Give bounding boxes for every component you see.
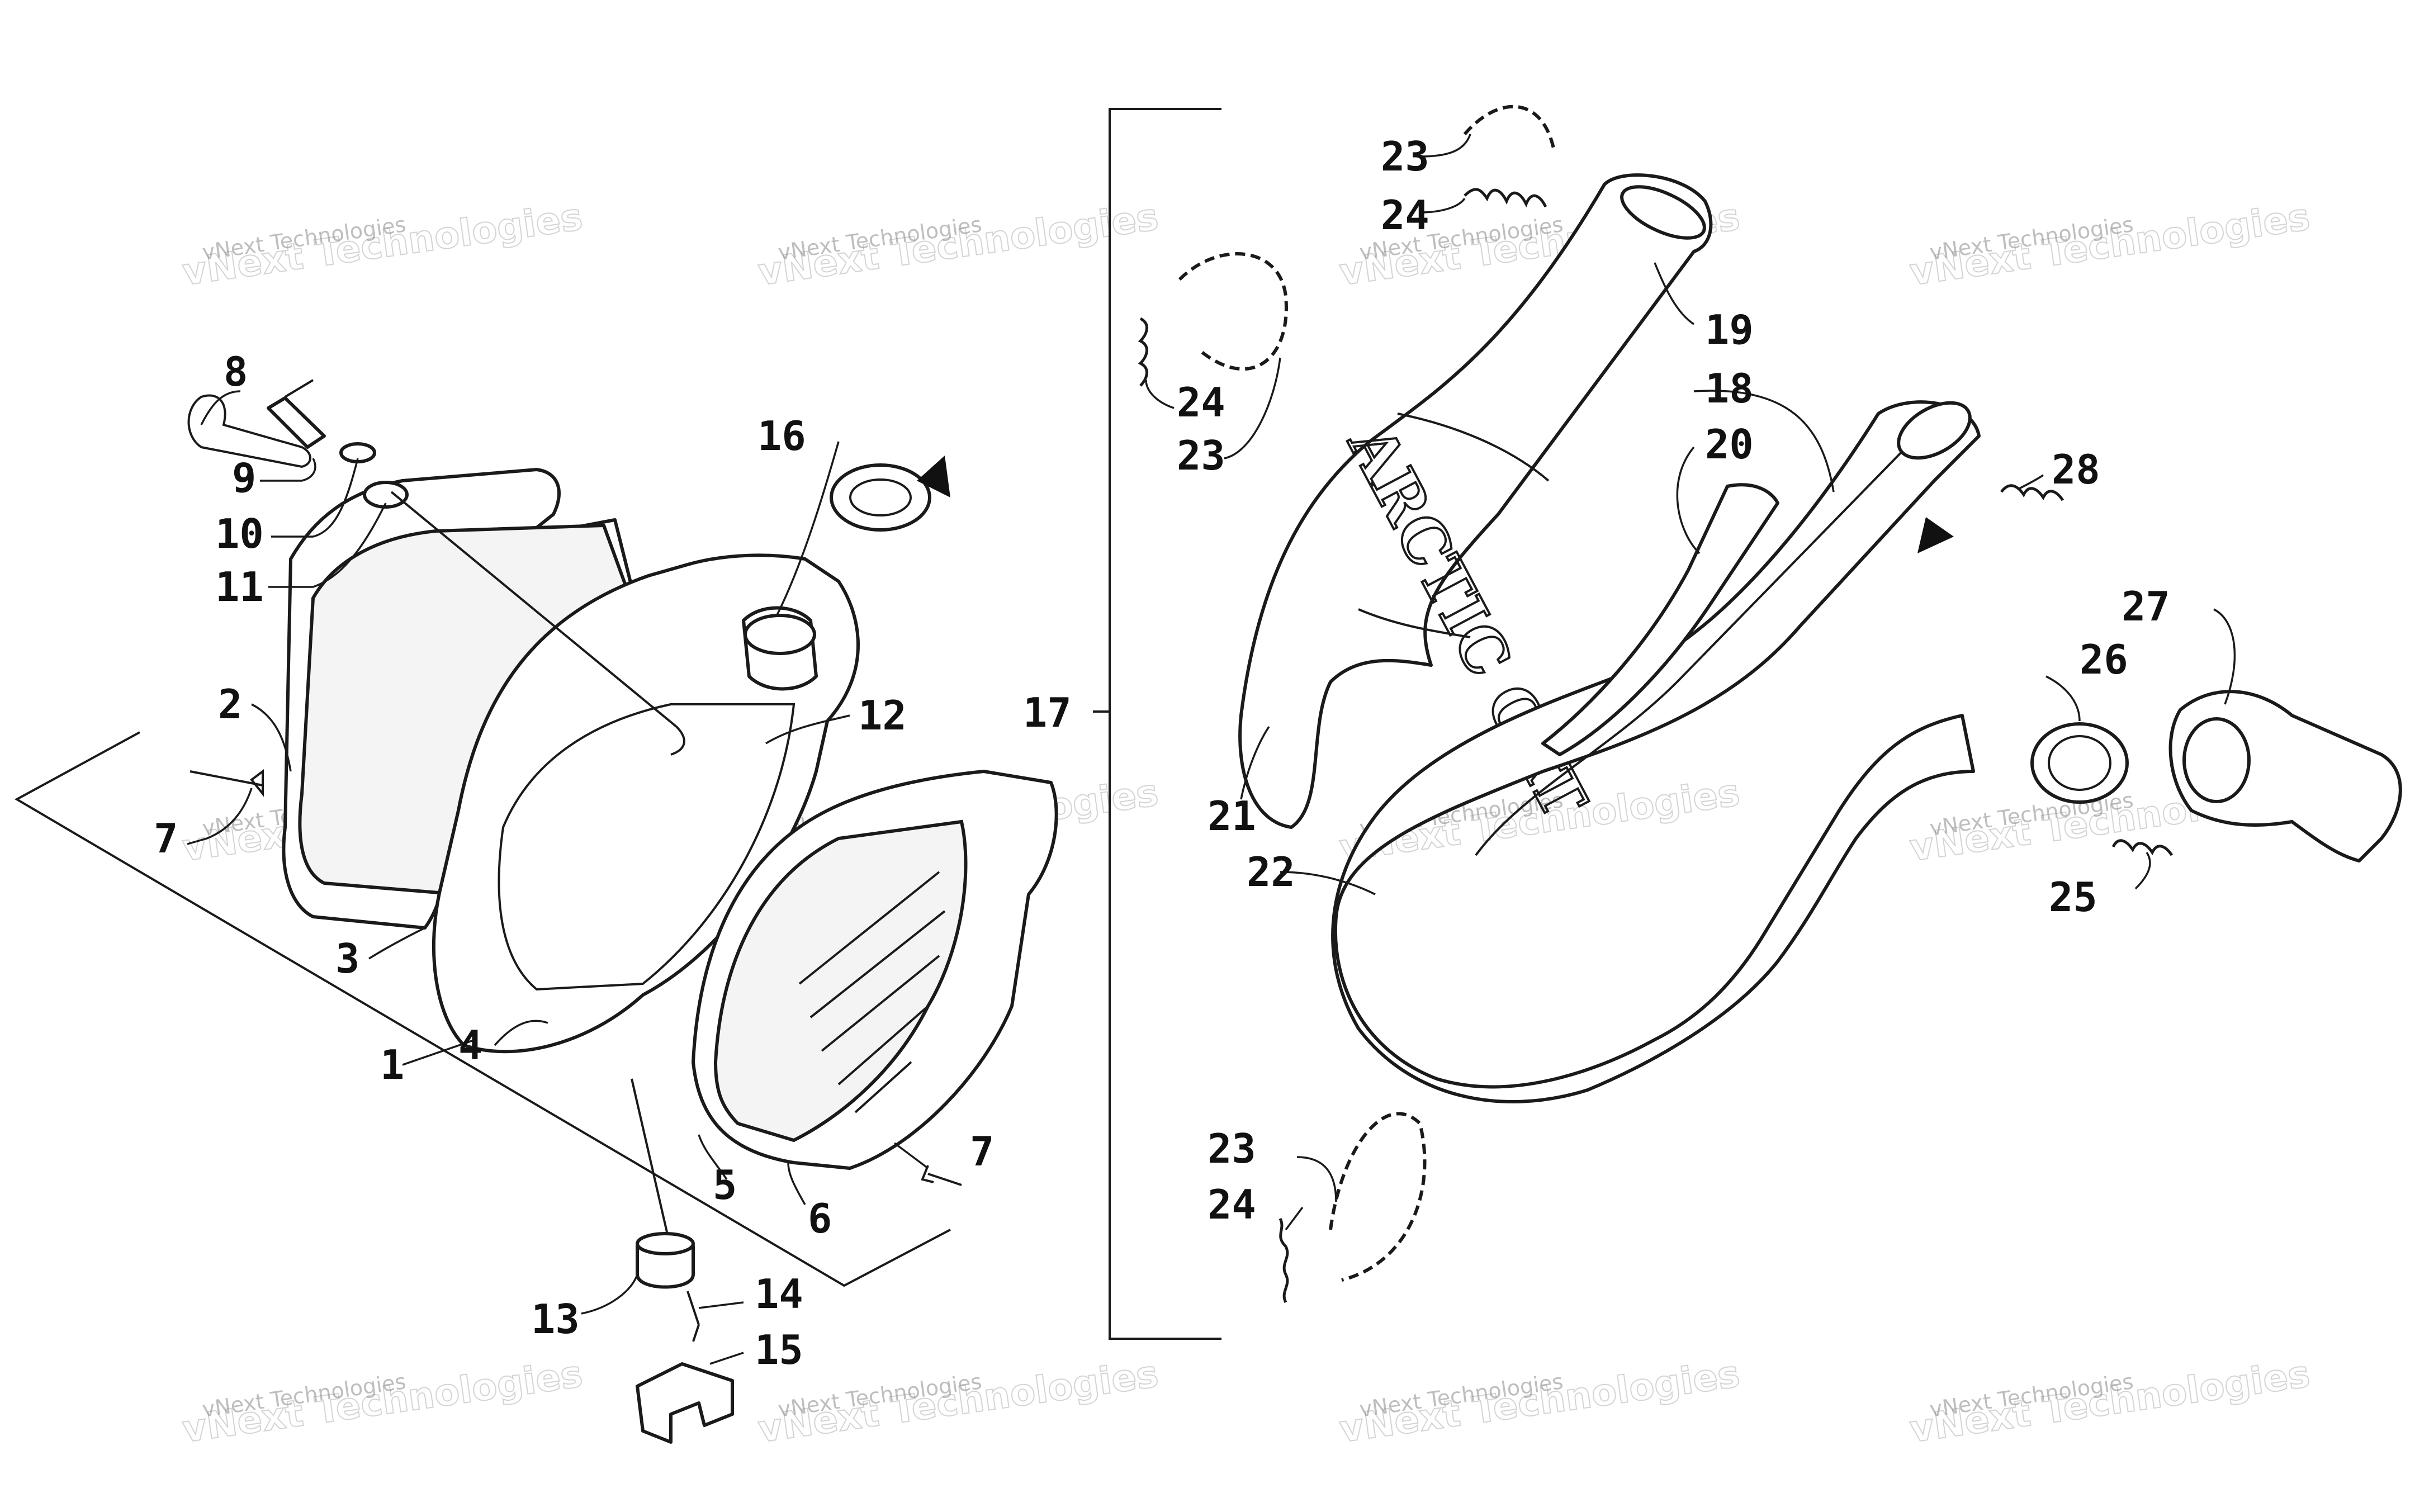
direction-arrow-icon <box>917 456 950 497</box>
assembly-bracket-1 <box>14 731 951 1287</box>
front-cover-ribs <box>798 871 946 1113</box>
inlet-gasket <box>830 463 931 532</box>
grommet <box>363 481 409 509</box>
muffler-outlet <box>1620 185 1706 240</box>
clevis-pin <box>267 396 326 449</box>
watermark: vNext Technologies vNext Technologies <box>755 1352 1162 1452</box>
callout-14: 14 <box>755 1271 803 1317</box>
callout-6: 6 <box>808 1195 832 1242</box>
rivet-left <box>190 769 264 797</box>
callout-4: 4 <box>458 1022 482 1069</box>
callout-22: 22 <box>1247 849 1295 895</box>
inlet-gasket-inner <box>849 478 912 516</box>
callout-7-left: 7 <box>154 815 178 862</box>
watermark: vNext Technologies vNext Technologies <box>755 195 1162 295</box>
callout-13: 13 <box>531 1296 580 1343</box>
callout-19: 19 <box>1705 306 1754 353</box>
callout-2: 2 <box>218 681 242 728</box>
callout-23-left: 23 <box>1177 432 1225 479</box>
cotter-pin <box>686 1291 700 1342</box>
watermark: vNext Technologies vNext Technologies <box>1907 195 2313 295</box>
muffler-band-2 <box>1358 608 1471 638</box>
callout-28: 28 <box>2052 446 2100 493</box>
callout-15: 15 <box>755 1326 803 1373</box>
watermark: vNext Technologies vNext Technologies <box>1907 1352 2313 1452</box>
chain-left <box>1178 252 1288 371</box>
exhaust-gasket-inner <box>2048 735 2111 791</box>
spring-manifold <box>2111 839 2174 856</box>
chain-top <box>1463 105 1556 151</box>
callout-25: 25 <box>2049 874 2097 921</box>
callout-8: 8 <box>224 348 248 395</box>
callout-12: 12 <box>858 692 907 739</box>
clevis-pin-shaft <box>284 379 314 398</box>
silencer-box-front-face <box>498 703 795 991</box>
hair-pin-clip <box>187 394 311 468</box>
muffler-band <box>1397 413 1550 482</box>
retaining-strap <box>390 491 685 756</box>
callout-20: 20 <box>1705 421 1754 468</box>
expansion-chamber-seam <box>1475 446 1907 856</box>
muffler <box>1238 173 1713 829</box>
expansion-chamber <box>1331 400 1981 1104</box>
callout-7-right: 7 <box>970 1128 994 1175</box>
callout-24-top: 24 <box>1381 192 1429 239</box>
spring-left <box>1138 317 1148 387</box>
mount-bracket <box>636 1362 734 1444</box>
callout-labels: 1 2 3 4 5 6 7 7 8 9 10 11 12 13 14 15 16… <box>154 133 2170 1373</box>
pipe-flange <box>1897 401 1972 460</box>
exhaust-gasket <box>2030 722 2129 804</box>
assembly-bracket-17 <box>1109 108 1221 1340</box>
callout-3: 3 <box>335 935 359 982</box>
air-silencer-assembly <box>14 379 1058 1444</box>
callout-9: 9 <box>232 454 256 501</box>
chain-bottom <box>1329 1112 1427 1282</box>
spring-chamber <box>2000 484 2064 501</box>
callout-11: 11 <box>215 563 264 610</box>
leader-lines <box>187 134 2236 1365</box>
rivet-right <box>921 1165 962 1186</box>
exhaust-assembly: ARCTIC CAT <box>1093 105 2402 1340</box>
callout-21: 21 <box>1208 793 1256 840</box>
callout-10: 10 <box>215 510 264 557</box>
spring-bottom <box>1278 1217 1289 1304</box>
callout-23-bottom: 23 <box>1208 1125 1256 1172</box>
heat-shield <box>1541 483 1779 756</box>
spring-top <box>1464 188 1547 208</box>
callout-1: 1 <box>380 1041 404 1088</box>
callout-24-left: 24 <box>1177 379 1225 426</box>
callout-23-top: 23 <box>1381 133 1429 180</box>
watermark: vNext Technologies vNext Technologies <box>1337 1352 1743 1452</box>
watermark: vNext Technologies vNext Technologies <box>179 1352 586 1452</box>
callout-27: 27 <box>2122 583 2170 630</box>
callout-17: 17 <box>1023 689 1072 736</box>
callout-24-bottom: 24 <box>1208 1181 1256 1228</box>
silencer-inlet-opening <box>744 614 816 655</box>
callout-26: 26 <box>2080 636 2128 683</box>
exhaust-manifold-port <box>2182 717 2251 803</box>
callout-16: 16 <box>757 413 806 459</box>
mount-grommet-top <box>636 1232 695 1255</box>
watermark: vNext Technologies vNext Technologies <box>179 195 586 295</box>
callout-5: 5 <box>713 1162 737 1208</box>
callout-18: 18 <box>1705 365 1754 412</box>
direction-arrow-icon <box>1917 517 1954 553</box>
